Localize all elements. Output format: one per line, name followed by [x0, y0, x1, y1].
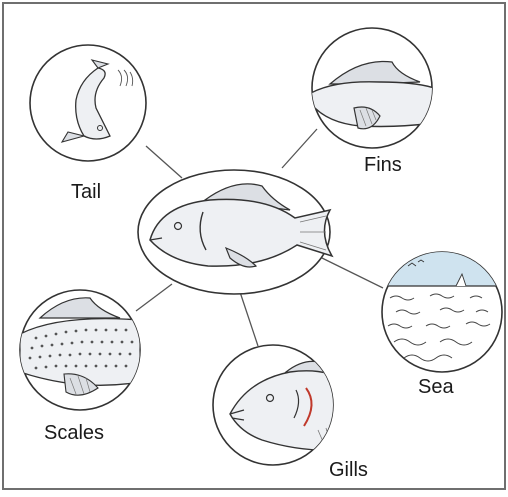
connector-scales [136, 284, 172, 311]
label-fins: Fins [364, 155, 402, 175]
node-tail [30, 45, 146, 161]
node-sea [380, 250, 504, 372]
label-gills: Gills [329, 460, 368, 480]
label-tail: Tail [71, 182, 101, 202]
label-sea: Sea [418, 377, 454, 397]
connector-gills [240, 292, 258, 346]
label-scales: Scales [44, 423, 104, 443]
node-gills [213, 345, 340, 465]
center-fish-node [138, 170, 332, 294]
node-fins [306, 28, 440, 148]
connector-tail [146, 146, 182, 178]
connector-fins [282, 129, 317, 168]
node-scales [20, 290, 140, 410]
connector-sea [322, 258, 383, 288]
